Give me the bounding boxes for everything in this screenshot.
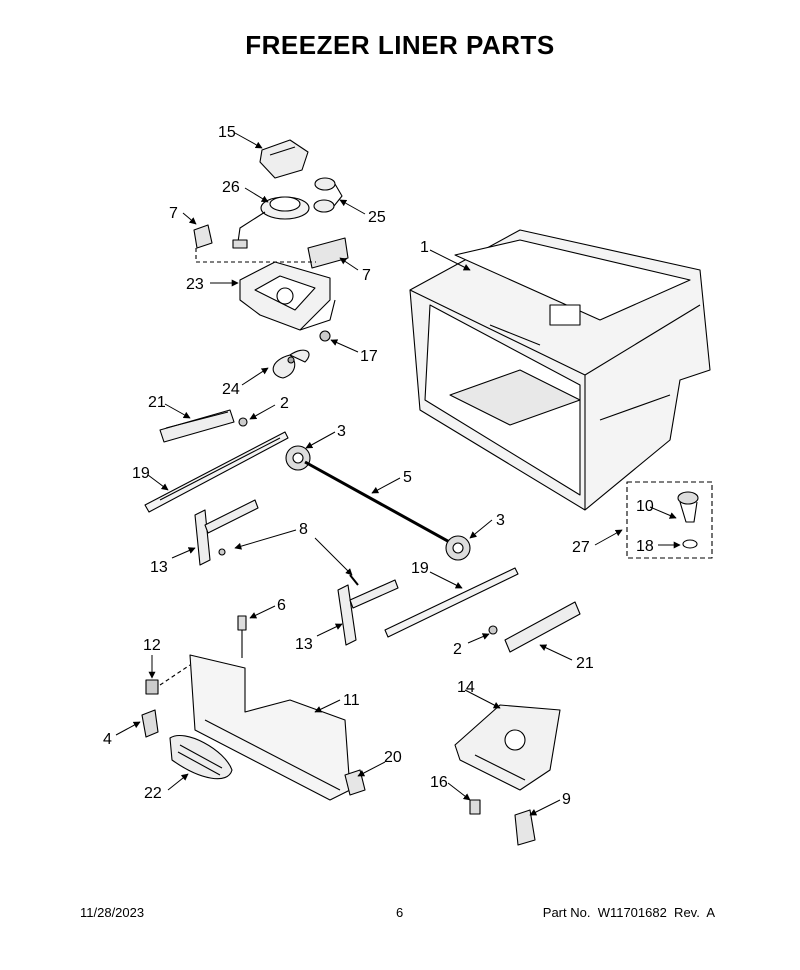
- sensor-part: [237, 615, 247, 658]
- callout-21-right: 21: [576, 655, 594, 672]
- callout-2-right: 2: [453, 641, 462, 658]
- callout-5: 5: [403, 469, 412, 486]
- callout-6: 6: [277, 597, 286, 614]
- callout-7-right: 7: [362, 267, 371, 284]
- callout-23: 23: [186, 276, 204, 293]
- callout-20: 20: [384, 749, 402, 766]
- foam-pad-right-part: [307, 237, 349, 269]
- axle-rod-part: [304, 460, 456, 547]
- callout-21-left: 21: [148, 394, 166, 411]
- vent-grille-part: [169, 735, 233, 780]
- drain-kit-box: [626, 481, 713, 559]
- footer-page-number: 6: [396, 905, 404, 920]
- callout-24: 24: [222, 381, 240, 398]
- callout-8: 8: [299, 521, 308, 538]
- callout-1: 1: [420, 239, 429, 256]
- slide-bracket-right-part: [337, 579, 399, 646]
- footer-date: 11/28/2023: [80, 905, 145, 920]
- slide-housing-left-part: [159, 409, 235, 443]
- drain-trap-part: [677, 491, 699, 523]
- callout-19-right: 19: [411, 560, 429, 577]
- gear-right-part: [445, 535, 471, 561]
- callout-13-left: 13: [150, 559, 168, 576]
- callout-10: 10: [636, 498, 654, 515]
- screw-12-part: [145, 664, 191, 695]
- screw-part: [218, 548, 226, 556]
- screw-left-part: [238, 417, 248, 427]
- callout-4: 4: [103, 731, 112, 748]
- slide-rail-right-part: [384, 567, 519, 638]
- connector-part: [469, 799, 481, 815]
- cover-panel-part: [189, 654, 351, 801]
- callout-25: 25: [368, 209, 386, 226]
- page-title: FREEZER LINER PARTS: [245, 30, 555, 60]
- callout-13-right: 13: [295, 636, 313, 653]
- callout-7-left: 7: [169, 205, 178, 222]
- screw-right-part: [488, 625, 498, 635]
- slide-rail-left-part: [144, 431, 289, 513]
- callout-26: 26: [222, 179, 240, 196]
- drain-pan-part: [454, 704, 561, 791]
- callout-18: 18: [636, 538, 654, 555]
- callout-17: 17: [360, 348, 378, 365]
- callout-16: 16: [430, 774, 448, 791]
- callout-27: 27: [572, 539, 590, 556]
- o-ring-part: [682, 539, 698, 549]
- clip-part: [141, 709, 159, 738]
- callout-15: 15: [218, 124, 236, 141]
- screw-8-part: [349, 574, 359, 586]
- callout-2-left: 2: [280, 395, 289, 412]
- damper-part: [313, 177, 343, 213]
- callout-labels: 15 26 25 7 7 23 1 17 24 21 2 3 5 19 3 10…: [103, 124, 654, 808]
- callout-3-bottom: 3: [496, 512, 505, 529]
- callout-22: 22: [144, 785, 162, 802]
- fan-housing-part: [239, 261, 336, 331]
- fan-blade-part: [272, 349, 310, 379]
- callout-11: 11: [343, 692, 360, 709]
- footer-part-number: Part No. W11701682 Rev. A: [542, 905, 715, 920]
- callout-9: 9: [562, 791, 571, 808]
- screw-part: [319, 330, 331, 342]
- callout-12: 12: [143, 637, 161, 654]
- fan-motor-part: [232, 196, 310, 249]
- heater-part: [514, 809, 536, 846]
- gear-left-part: [285, 445, 311, 471]
- callout-3-top: 3: [337, 423, 346, 440]
- freezer-liner-part: [409, 229, 711, 511]
- foam-pad-left-part: [193, 224, 213, 249]
- slide-housing-right-part: [504, 601, 581, 653]
- slide-bracket-left-part: [194, 499, 259, 566]
- callout-14: 14: [457, 679, 475, 696]
- bracket-part: [259, 139, 309, 179]
- callout-19-left: 19: [132, 465, 150, 482]
